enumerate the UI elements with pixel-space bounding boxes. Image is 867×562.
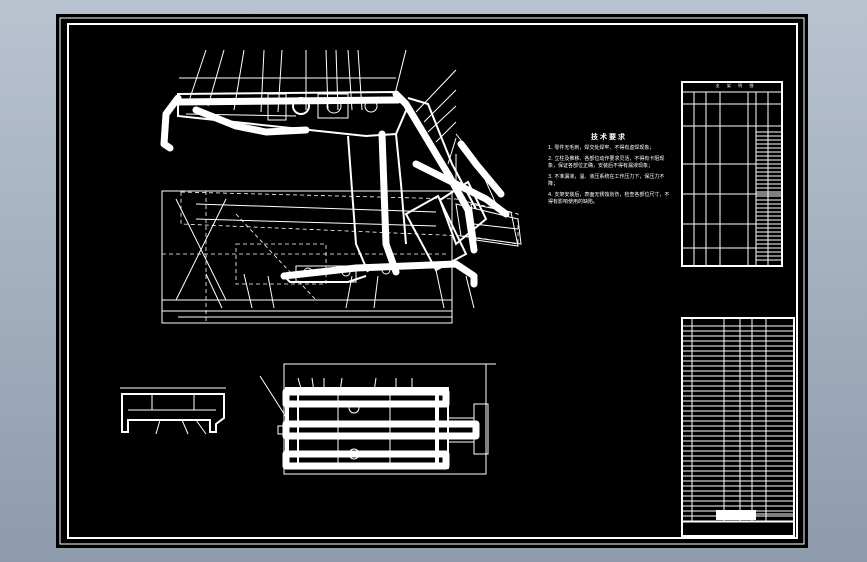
tech-requirement-item: 3. 不准漏液，温、液压系统在工作压力下，保压力不降； [548,174,665,187]
bill-of-materials [681,317,795,537]
parts-table-title: 支 架 明 细 [715,83,757,88]
plan-view [259,363,489,475]
tech-requirement-item: 1. 零件无毛刺，焊交处焊牢、不得有虚焊现象； [548,145,655,151]
support-elevation-view [160,49,522,365]
drawing-sheet: 技术要求 1. 零件无毛刺，焊交处焊牢、不得有虚焊现象； 2. 立柱及推移、各部… [56,14,808,548]
plan-envelope [283,363,487,475]
outer-border [59,17,805,545]
base-outline [161,190,453,324]
inner-border [67,23,798,539]
base-sled [280,260,478,288]
tech-requirement-item: 4. 支架安装后，表面无锈蚀划伤，检查各部位尺寸，不得有影响使用的缺陷。 [548,192,670,205]
canopy-section-view [120,387,226,435]
plan-leaders [259,375,413,421]
drawing-canvas [59,17,805,545]
balloon-leaders [187,49,475,309]
front-leg [378,130,400,276]
tech-requirement-item: 2. 立柱及推移、各部位动作要求灵活，不得有卡阻现象，保证各部位正确，安装后不得… [548,156,665,169]
rear-link [392,90,478,254]
front-probe [160,94,182,152]
tech-requirements-title: 技术要求 [591,133,627,141]
technical-requirements: 技术要求 1. 零件无毛刺，焊交处焊牢、不得有虚焊现象； 2. 立柱及推移、各部… [548,134,670,210]
lowered-canopy [180,191,519,245]
parts-table-upper [681,81,783,267]
rear-shield [412,160,510,218]
